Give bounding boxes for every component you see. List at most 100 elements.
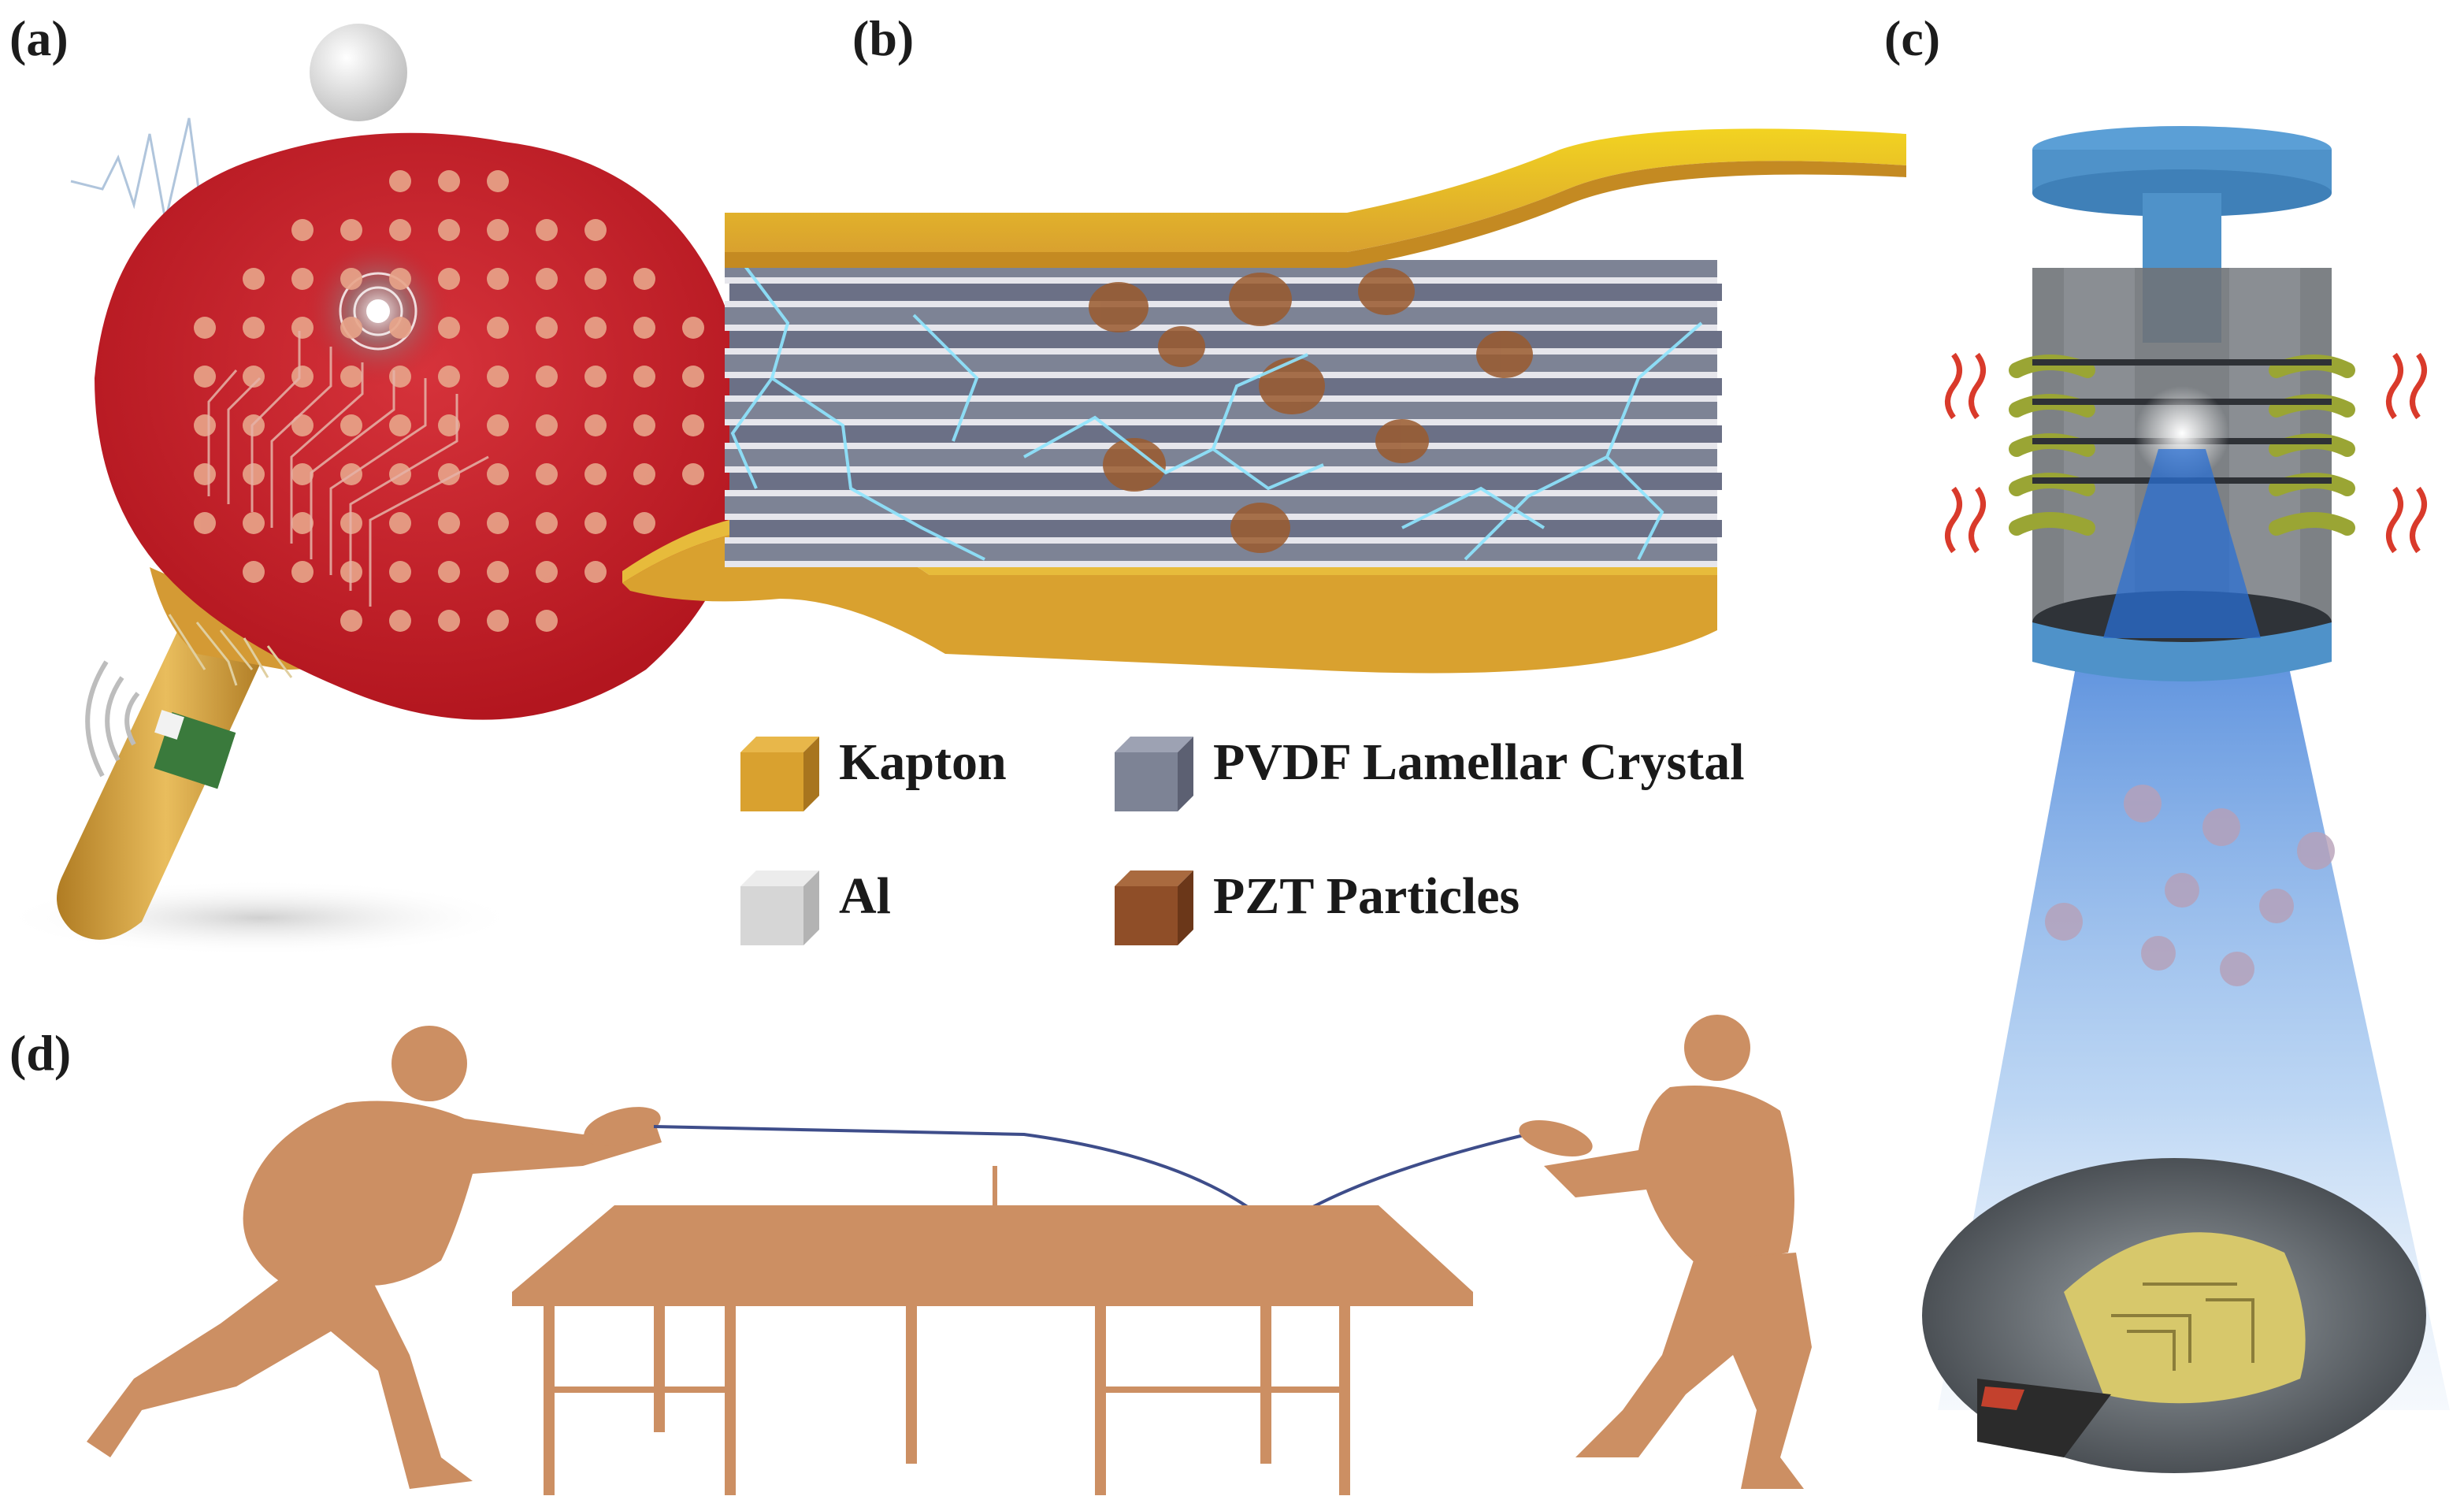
- sensor-dot: [340, 610, 362, 632]
- pvdf-layers: [725, 260, 1722, 567]
- heat-wave-icon: [1945, 352, 2427, 554]
- sensor-dot: [487, 414, 509, 436]
- sensor-dot: [243, 366, 265, 388]
- sensor-dot: [291, 317, 314, 339]
- legend-swatch-pvdf: [1115, 737, 1193, 811]
- sensor-dot: [584, 414, 607, 436]
- panel-label-a: (a): [9, 10, 69, 66]
- al-layer: [725, 348, 1717, 355]
- sensor-dot: [584, 219, 607, 241]
- sensor-dot: [633, 463, 655, 485]
- legend-label-pzt: PZT Particles: [1213, 867, 1520, 925]
- sensor-dot: [487, 463, 509, 485]
- pvdf-layer: [725, 496, 1717, 514]
- sensor-dot: [536, 512, 558, 534]
- sensor-dot: [340, 317, 362, 339]
- sensor-dot: [682, 463, 704, 485]
- sensor-dot: [536, 268, 558, 290]
- sensor-dot: [291, 463, 314, 485]
- sensor-dot: [584, 561, 607, 583]
- left-player-silhouette: [87, 1026, 662, 1489]
- al-layer: [725, 372, 1717, 378]
- sensor-dot: [438, 561, 460, 583]
- sensor-dot: [389, 366, 411, 388]
- sensor-dot: [291, 414, 314, 436]
- pvdf-layer: [725, 402, 1717, 419]
- panel-b-layer-stack-illustration: [622, 128, 1906, 674]
- legend-swatch-al: [740, 871, 819, 945]
- panel-c-spray-nozzle-illustration: [1922, 126, 2450, 1473]
- sensor-dot: [194, 463, 216, 485]
- sensor-dot: [340, 219, 362, 241]
- panel-label-c: (c): [1884, 10, 1941, 66]
- sensor-dot: [389, 219, 411, 241]
- sensor-dot: [291, 219, 314, 241]
- panel-d-table-tennis-scene: [87, 1015, 1812, 1495]
- pvdf-layer: [729, 284, 1722, 301]
- pvdf-layer: [725, 307, 1717, 325]
- sensor-dot: [438, 366, 460, 388]
- sensor-dot: [389, 317, 411, 339]
- sensor-dot: [633, 512, 655, 534]
- sensor-dot: [438, 219, 460, 241]
- pvdf-layer: [729, 473, 1722, 490]
- panel-a-paddle-illustration: [0, 24, 750, 956]
- sensor-dot: [487, 561, 509, 583]
- sensor-dot: [682, 414, 704, 436]
- sensor-dot: [243, 512, 265, 534]
- sensor-dot: [487, 268, 509, 290]
- ping-pong-ball-icon: [310, 24, 407, 121]
- sensor-dot: [536, 219, 558, 241]
- sensor-dot: [194, 512, 216, 534]
- sensor-dot: [438, 512, 460, 534]
- sensor-dot: [536, 610, 558, 632]
- sensor-dot: [487, 366, 509, 388]
- pvdf-layer: [725, 355, 1717, 372]
- sensor-dot: [243, 463, 265, 485]
- sensor-dot: [438, 317, 460, 339]
- sensor-dot: [487, 170, 509, 192]
- sensor-dot: [438, 170, 460, 192]
- sensor-dot: [340, 414, 362, 436]
- pvdf-layer: [725, 544, 1717, 561]
- sensor-dot: [536, 414, 558, 436]
- sensor-dot: [291, 268, 314, 290]
- sensor-dot: [536, 317, 558, 339]
- sensor-dot: [536, 561, 558, 583]
- sensor-dot: [438, 610, 460, 632]
- sensor-dot: [291, 512, 314, 534]
- sensor-dot: [389, 512, 411, 534]
- sensor-dot: [584, 463, 607, 485]
- sensor-dot: [340, 268, 362, 290]
- al-layer: [725, 537, 1717, 544]
- pzt-particles: [1089, 268, 1533, 553]
- sensor-dot: [291, 561, 314, 583]
- al-layer: [725, 395, 1717, 402]
- ping-pong-table: [512, 1166, 1473, 1495]
- al-layer: [725, 301, 1717, 307]
- sensor-dot: [389, 610, 411, 632]
- pvdf-layer: [729, 425, 1722, 443]
- sensor-dot: [633, 268, 655, 290]
- al-layer: [725, 490, 1717, 496]
- pvdf-layer: [725, 449, 1717, 466]
- pvdf-layer: [729, 378, 1722, 395]
- panel-label-d: (d): [9, 1025, 72, 1081]
- al-layer: [725, 277, 1717, 284]
- sensor-dot: [389, 170, 411, 192]
- sensor-dot: [340, 366, 362, 388]
- sensor-dot: [682, 366, 704, 388]
- sensor-dot: [536, 463, 558, 485]
- sensor-dot: [536, 366, 558, 388]
- sensor-dot: [584, 366, 607, 388]
- sensor-dot-array: [194, 170, 704, 632]
- legend-label-al: Al: [839, 867, 891, 925]
- legend-label-kapton: Kapton: [839, 733, 1007, 791]
- sensor-dot: [584, 512, 607, 534]
- al-layer: [725, 443, 1717, 449]
- al-layer: [725, 325, 1717, 331]
- legend-swatch-kapton: [740, 737, 819, 811]
- al-layer: [725, 419, 1717, 425]
- sensor-dot: [584, 317, 607, 339]
- sensor-dot: [389, 268, 411, 290]
